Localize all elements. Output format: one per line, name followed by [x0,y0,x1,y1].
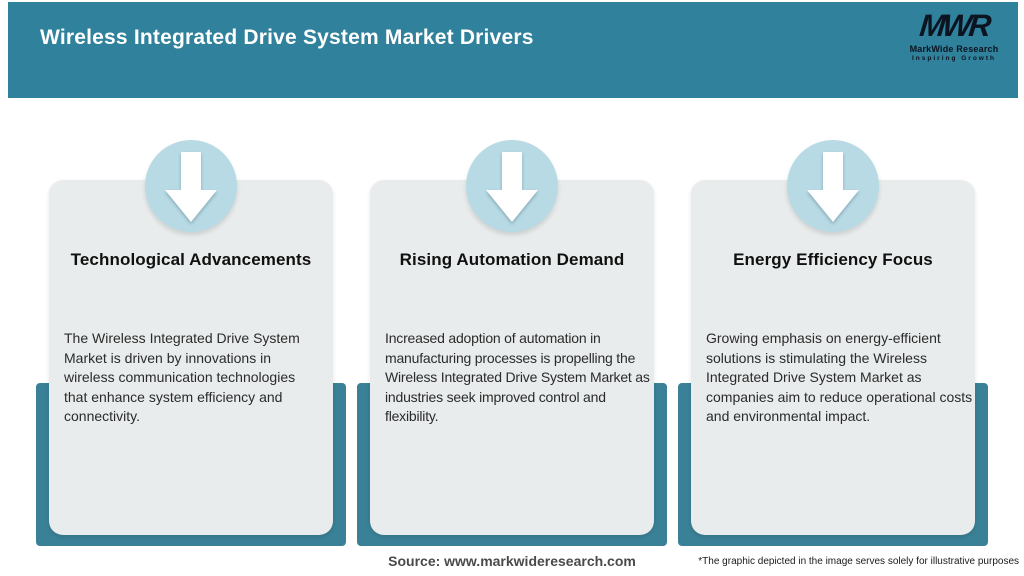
card-body: Growing emphasis on energy-efficient sol… [706,330,973,424]
card-panel: Rising Automation Demand Increased adopt… [370,180,654,535]
card-title: Technological Advancements [70,250,312,269]
arrow-badge [145,140,237,232]
arrow-badge [466,140,558,232]
logo-tagline: Inspiring Growth [912,54,996,62]
card-title: Energy Efficiency Focus [733,250,933,269]
page-title: Wireless Integrated Drive System Market … [40,26,534,49]
header-bar: Wireless Integrated Drive System Market … [8,2,1018,98]
markwide-research-logo: MWR MarkWide Research Inspiring Growth [902,8,1006,62]
driver-card-rising-automation-demand: Rising Automation Demand Increased adopt… [357,0,667,576]
card-panel: Energy Efficiency Focus Growing emphasis… [691,180,975,535]
driver-card-energy-efficiency-focus: Energy Efficiency Focus Growing emphasis… [678,0,988,576]
down-arrow-icon [165,152,217,222]
disclaimer-text: *The graphic depicted in the image serve… [698,556,1019,567]
down-arrow-icon [486,152,538,222]
arrow-badge [787,140,879,232]
card-panel: Technological Advancements The Wireless … [49,180,333,535]
logo-name: MarkWide Research [909,43,999,54]
card-body: Increased adoption of automation in manu… [385,330,650,424]
source-text: Source: www.markwideresearch.com [388,553,636,569]
card-body: The Wireless Integrated Drive System Mar… [64,330,300,424]
driver-card-technological-advancements: Technological Advancements The Wireless … [36,0,346,576]
card-title: Rising Automation Demand [399,250,625,269]
down-arrow-icon [807,152,859,222]
